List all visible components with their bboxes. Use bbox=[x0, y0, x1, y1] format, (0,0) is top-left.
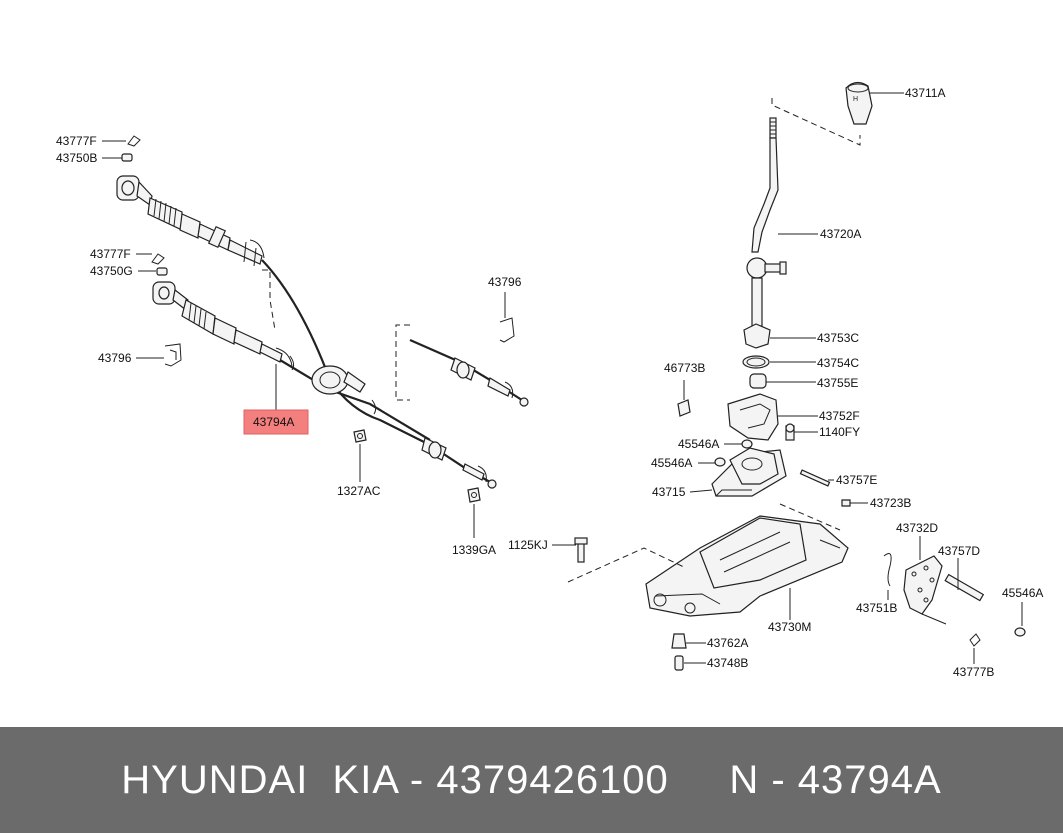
label-43777F-1: 43777F bbox=[56, 134, 97, 148]
label-1140FY: 1140FY bbox=[819, 425, 860, 439]
label-1339GA: 1339GA bbox=[452, 543, 496, 557]
label-45546A-2: 45546A bbox=[651, 456, 692, 470]
label-43777B: 43777B bbox=[953, 665, 994, 679]
label-1125KJ: 1125KJ bbox=[508, 538, 548, 552]
label-43723B: 43723B bbox=[870, 496, 911, 510]
label-43796-1: 43796 bbox=[98, 351, 132, 365]
base-plate bbox=[645, 515, 849, 617]
label-43753C: 43753C bbox=[817, 331, 859, 345]
label-43796-2: 43796 bbox=[488, 275, 522, 289]
footer-bar: HYUNDAI KIA - 4379426100 N - 43794A bbox=[0, 727, 1063, 833]
left-hardware bbox=[121, 135, 515, 503]
label-43750B: 43750B bbox=[56, 151, 97, 165]
label-45546A-3: 45546A bbox=[1002, 586, 1043, 600]
label-43730M: 43730M bbox=[768, 620, 811, 634]
shift-lever bbox=[746, 117, 787, 327]
label-43794A: 43794A bbox=[253, 415, 294, 429]
label-46773B: 46773B bbox=[664, 361, 705, 375]
label-43755E: 43755E bbox=[817, 376, 858, 390]
label-43751B: 43751B bbox=[856, 601, 897, 615]
shift-knob: H bbox=[845, 81, 873, 125]
leader-lines bbox=[102, 92, 1023, 664]
main-cables bbox=[261, 259, 529, 489]
right-bracket bbox=[883, 553, 1026, 647]
svg-text:H: H bbox=[853, 96, 858, 103]
label-43757D: 43757D bbox=[938, 544, 980, 558]
label-45546A-1: 45546A bbox=[678, 437, 719, 451]
footer-part-number: HYUNDAI KIA - 4379426100 N - 43794A bbox=[121, 757, 942, 802]
label-43752F: 43752F bbox=[819, 409, 860, 423]
label-43757E: 43757E bbox=[836, 473, 877, 487]
bottom-hardware bbox=[574, 537, 687, 671]
label-43748B: 43748B bbox=[707, 656, 748, 670]
lower-cable-end bbox=[152, 281, 293, 367]
label-43715: 43715 bbox=[652, 485, 686, 499]
label-43750G: 43750G bbox=[90, 264, 133, 278]
highlight-box bbox=[243, 409, 309, 435]
parts-diagram: H bbox=[56, 81, 1043, 679]
label-43762A: 43762A bbox=[707, 636, 748, 650]
label-43711A: 43711A bbox=[905, 86, 945, 100]
label-43754C: 43754C bbox=[817, 356, 859, 370]
label-43777F-2: 43777F bbox=[90, 247, 131, 261]
label-43720A: 43720A bbox=[820, 227, 861, 241]
label-43732D: 43732D bbox=[896, 521, 938, 535]
lever-parts bbox=[677, 323, 795, 467]
upper-cable-end bbox=[116, 175, 265, 267]
shift-housing bbox=[711, 447, 851, 507]
label-1327AC: 1327AC bbox=[337, 484, 381, 498]
